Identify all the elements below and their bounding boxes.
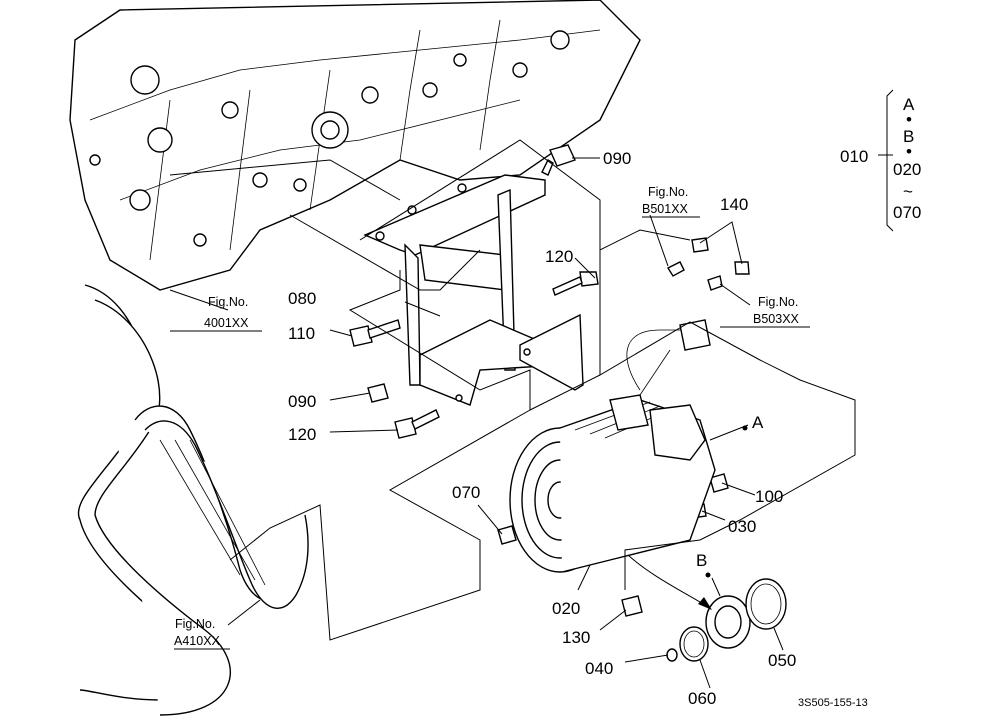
install-direction-arrowhead bbox=[698, 597, 712, 610]
callout-020-group: 020 bbox=[893, 160, 921, 179]
fig-ref-number: B503XX bbox=[753, 312, 800, 326]
marker-a: A bbox=[752, 413, 764, 432]
fig-ref-label: Fig.No. bbox=[758, 295, 798, 309]
fig-ref-label: Fig.No. bbox=[648, 185, 688, 199]
callout-010: 010 bbox=[840, 147, 868, 166]
callout-030: 030 bbox=[728, 517, 756, 536]
pulley-seal-illustration bbox=[666, 578, 787, 662]
fig-ref-number: B501XX bbox=[642, 202, 689, 216]
group-dot-2: • bbox=[906, 142, 912, 161]
marker-b: B bbox=[696, 551, 707, 570]
fig-ref-number: A410XX bbox=[174, 634, 221, 648]
fig-ref-label: Fig.No. bbox=[175, 617, 215, 631]
fig-ref-number: 4001XX bbox=[204, 316, 249, 330]
callout-020: 020 bbox=[552, 599, 580, 618]
callout-070-group: 070 bbox=[893, 203, 921, 222]
assembly-outline-lines bbox=[169, 139, 856, 641]
compressor-illustration bbox=[509, 319, 716, 573]
callout-060: 060 bbox=[688, 689, 716, 708]
callout-130: 130 bbox=[562, 628, 590, 647]
drawing-code: 3S505-155-13 bbox=[798, 697, 868, 709]
figure-references: Fig.No. 4001XX Fig.No. B501XX Fig.No. B5… bbox=[170, 185, 810, 650]
engine-block-illustration bbox=[69, 0, 641, 291]
group-letter-b: B bbox=[903, 127, 914, 146]
callout-140: 140 bbox=[720, 195, 748, 214]
drive-belt-illustration bbox=[77, 284, 309, 716]
callout-090-top: 090 bbox=[603, 149, 631, 168]
group-range: A • B • ~ bbox=[903, 95, 915, 201]
callout-120-bottom: 120 bbox=[288, 425, 316, 444]
callout-090-bottom: 090 bbox=[288, 392, 316, 411]
callout-120-top: 120 bbox=[545, 247, 573, 266]
callout-050: 050 bbox=[768, 651, 796, 670]
group-letter-a: A bbox=[903, 95, 915, 114]
leader-lines bbox=[169, 89, 894, 689]
fig-ref-label: Fig.No. bbox=[208, 295, 248, 309]
group-tilde: ~ bbox=[903, 182, 913, 201]
markers: A B bbox=[696, 413, 764, 578]
callout-100: 100 bbox=[755, 487, 783, 506]
callouts: 010 020 070 090 080 110 120 090 120 140 … bbox=[288, 147, 921, 708]
callout-110: 110 bbox=[288, 324, 315, 343]
callout-070: 070 bbox=[452, 483, 480, 502]
callout-040: 040 bbox=[585, 659, 613, 678]
install-direction-arrow bbox=[627, 554, 706, 606]
bracket-assembly-illustration bbox=[363, 174, 584, 406]
callout-080: 080 bbox=[288, 289, 316, 308]
group-dot-1: • bbox=[906, 110, 912, 129]
